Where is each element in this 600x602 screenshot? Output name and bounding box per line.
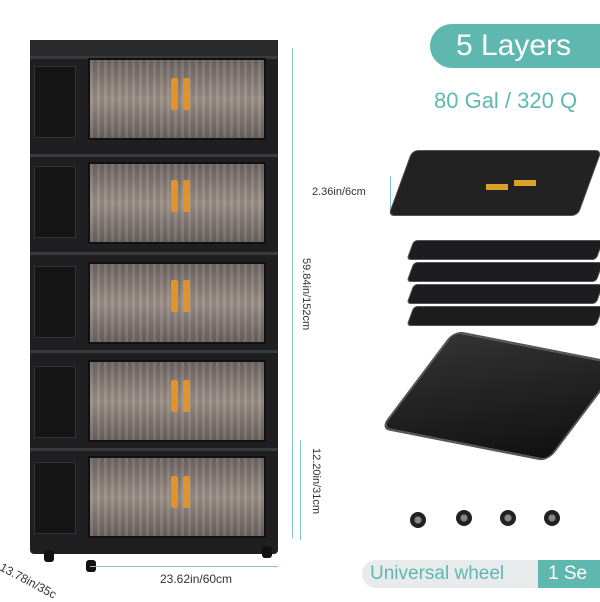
cabinet-wheel-3 <box>262 546 272 558</box>
door-handle-left-3 <box>171 280 178 312</box>
door-handle-left-4 <box>171 380 178 412</box>
caster-wheel-icon <box>456 510 472 526</box>
door-handle-right-2 <box>183 180 190 212</box>
folded-layer-4 <box>406 284 600 304</box>
base-tray-illustration <box>379 330 600 462</box>
caster-wheel-icon <box>544 510 560 526</box>
door-handle-left-1 <box>171 78 178 110</box>
set-count-label: 1 Se <box>538 560 600 588</box>
height-dimension-label: 59.84in/152cm <box>300 258 312 331</box>
universal-wheel-label: Universal wheel <box>362 560 540 588</box>
bottom-layer-dimension-label: 12.20in/31cm <box>310 448 322 515</box>
door-handle-left-2 <box>171 180 178 212</box>
cabinet-wheel-1 <box>44 550 54 562</box>
height-dimension-line <box>292 48 293 538</box>
side-vent-5 <box>34 462 76 534</box>
folded-layer-5 <box>406 306 600 326</box>
door-handle-right-4 <box>183 380 190 412</box>
side-vent-3 <box>34 266 76 338</box>
cabinet-door-1 <box>88 58 266 140</box>
cabinet-layer-3 <box>30 252 278 350</box>
width-dimension-line <box>90 566 278 567</box>
side-vent-4 <box>34 366 76 438</box>
folded-layer-3 <box>406 262 600 282</box>
cabinet-door-3 <box>88 262 266 344</box>
folded-layer-2 <box>406 240 600 260</box>
layers-badge: 5 Layers <box>430 24 600 68</box>
folded-thickness-line <box>390 176 391 212</box>
side-vent-2 <box>34 166 76 238</box>
width-dimension-label: 23.62in/60cm <box>160 572 233 586</box>
bottom-layer-dimension-line <box>300 440 301 540</box>
door-handle-right-3 <box>183 280 190 312</box>
cabinet-layer-2 <box>30 154 278 252</box>
cabinet-layer-5 <box>30 448 278 546</box>
capacity-label: 80 Gal / 320 Q <box>434 88 578 113</box>
door-handle-right-1 <box>183 78 190 110</box>
cabinet-layer-4 <box>30 350 278 448</box>
caster-wheel-icon <box>500 510 516 526</box>
folded-thickness-label: 2.36in/6cm <box>312 186 366 198</box>
folded-handle-left <box>486 184 508 190</box>
folded-layer-1 <box>387 150 600 216</box>
depth-dimension-label: 13.78in/35c <box>0 560 59 602</box>
cabinet-door-4 <box>88 360 266 442</box>
cabinet-layer-1 <box>30 56 278 154</box>
side-vent-1 <box>34 66 76 138</box>
cabinet-door-5 <box>88 456 266 538</box>
folded-handle-right <box>514 180 536 186</box>
cabinet-door-2 <box>88 162 266 244</box>
door-handle-left-5 <box>171 476 178 508</box>
door-handle-right-5 <box>183 476 190 508</box>
caster-wheel-icon <box>410 512 426 528</box>
cabinet-top <box>30 40 278 56</box>
